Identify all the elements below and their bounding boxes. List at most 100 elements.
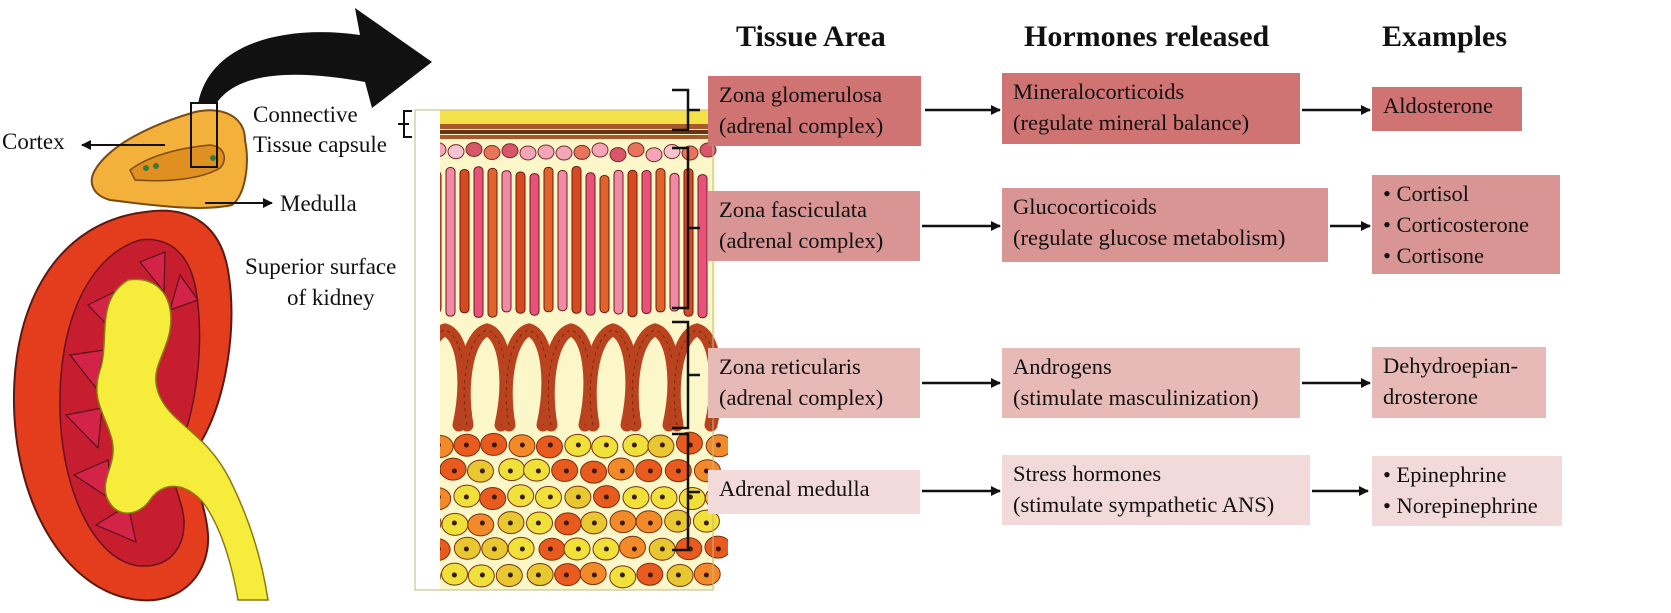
glomerulosa-cell	[627, 142, 645, 158]
tissue-line: Zona fasciculata	[719, 197, 868, 222]
medulla-cell	[440, 434, 454, 458]
fasciculata-column	[557, 170, 568, 312]
fasciculata-column	[655, 168, 666, 313]
medulla-cell-nucleus	[703, 572, 709, 578]
medulla-cell-nucleus	[647, 572, 653, 578]
medulla-cell-nucleus	[440, 547, 441, 551]
tissue-box-glomerulosa: Zona glomerulosa (adrenal complex)	[708, 76, 921, 146]
hormone-line: (regulate mineral balance)	[1013, 110, 1250, 135]
fasciculata-column	[459, 169, 470, 314]
medulla-cell-nucleus	[507, 520, 513, 526]
medulla-cell-nucleus	[575, 494, 581, 500]
glomerulosa-cell	[412, 145, 428, 159]
fasciculata-column	[697, 174, 708, 319]
fasciculata-column	[585, 172, 596, 316]
example-line: • Norepinephrine	[1383, 493, 1538, 518]
hormone-line: (regulate glucose metabolism)	[1013, 225, 1286, 250]
medulla-cell-nucleus	[603, 494, 609, 500]
example-line: • Corticosterone	[1383, 212, 1529, 237]
tissue-line: (adrenal complex)	[719, 228, 884, 253]
medulla-cell-nucleus	[675, 572, 681, 578]
hormone-line: (stimulate masculinization)	[1013, 385, 1259, 410]
flow-arrows	[922, 105, 1371, 496]
medulla-cell-nucleus	[547, 546, 553, 552]
fasciculata-column	[501, 170, 512, 313]
medulla-cell-nucleus	[715, 546, 721, 552]
fasciculata-column	[515, 171, 526, 314]
tissue-line: Zona reticularis	[719, 354, 861, 379]
glomerulosa-cell	[501, 143, 519, 159]
glomerulosa-cell	[483, 145, 501, 161]
tissue-line: Adrenal medulla	[719, 476, 870, 501]
example-box-glucocorticoids: • Cortisol • Corticosterone • Cortisone	[1372, 175, 1560, 274]
example-box-dhea: Dehydroepian- drosterone	[1372, 347, 1546, 418]
example-box-catecholamines: • Epinephrine • Norepinephrine	[1372, 456, 1562, 526]
fasciculata-column	[543, 166, 554, 313]
glomerulosa-cell	[537, 144, 555, 160]
superior-surface-label-line2: of kidney	[287, 285, 375, 310]
glomerulosa-cell	[645, 147, 663, 163]
superior-surface-label-line1: Superior surface	[245, 254, 397, 279]
medulla-cell-nucleus	[507, 572, 513, 578]
medulla-cell-nucleus	[479, 468, 485, 474]
kidney-drawing	[12, 8, 432, 602]
medulla-cell-nucleus	[440, 495, 441, 499]
medulla-cell-nucleus	[424, 573, 429, 578]
medulla-cell-nucleus	[631, 442, 637, 448]
medulla-cell	[440, 464, 442, 475]
medulla-cell-nucleus	[491, 442, 497, 448]
medulla-cell-nucleus	[703, 468, 709, 474]
zoom-arrow	[198, 8, 432, 108]
glomerulosa-cell	[440, 142, 447, 157]
glomerulosa-cell	[573, 144, 591, 160]
medulla-cell	[440, 538, 451, 561]
medulla-cell-nucleus	[575, 442, 581, 448]
header-examples: Examples	[1382, 20, 1508, 53]
tissue-line: Zona glomerulosa	[719, 82, 883, 107]
cortex-label: Cortex	[2, 129, 65, 154]
fasciculata-column	[418, 170, 427, 311]
medulla-cell-nucleus	[603, 442, 609, 448]
fasciculata-column	[599, 175, 610, 314]
renal-pelvis	[96, 278, 269, 601]
glomerulosa-cell	[591, 142, 609, 158]
medulla-cell	[704, 535, 728, 559]
example-line: • Cortisone	[1383, 243, 1484, 268]
medulla-cell-nucleus	[463, 494, 469, 500]
glomerulosa-layer	[412, 141, 717, 163]
header-tissue-area: Tissue Area	[736, 20, 886, 53]
glomerulosa-cell	[447, 144, 465, 160]
medulla-cell-nucleus	[451, 468, 457, 474]
medulla-cell-nucleus	[440, 443, 441, 447]
medulla-cell-nucleus	[619, 572, 625, 578]
hormone-box-androgens: Androgens (stimulate masculinization)	[1002, 348, 1300, 418]
example-line: • Epinephrine	[1383, 462, 1507, 487]
medulla-cell-nucleus	[563, 520, 569, 526]
medulla-cell-nucleus	[563, 468, 569, 474]
fasciculata-column	[440, 172, 442, 312]
medulla-cell-nucleus	[575, 546, 581, 552]
medulla-cell-nucleus	[547, 494, 553, 500]
medulla-cell-nucleus	[647, 520, 653, 526]
medulla-cell-nucleus	[619, 520, 625, 526]
example-line: Dehydroepian-	[1383, 353, 1518, 378]
fasciculata-column	[641, 170, 652, 315]
tissue-line: (adrenal complex)	[719, 385, 884, 410]
medulla-cell-nucleus	[507, 468, 513, 474]
tissue-section	[412, 110, 728, 590]
glomerulosa-cell	[465, 141, 483, 157]
medulla-cell-nucleus	[535, 468, 541, 474]
medulla-cell-nucleus	[591, 572, 597, 578]
tissue-line: (adrenal complex)	[719, 113, 884, 138]
fasciculata-column	[669, 172, 680, 312]
medulla-cell-nucleus	[491, 546, 497, 552]
fasciculata-column	[473, 166, 484, 318]
example-line: drosterone	[1383, 384, 1478, 409]
hormone-line: Mineralocorticoids	[1013, 79, 1185, 104]
hormone-line: Stress hormones	[1013, 461, 1162, 486]
medulla-cell-nucleus	[535, 520, 541, 526]
header-hormones-released: Hormones released	[1024, 20, 1270, 53]
medulla-cell-nucleus	[519, 494, 525, 500]
medulla-cell-nucleus	[479, 572, 485, 578]
